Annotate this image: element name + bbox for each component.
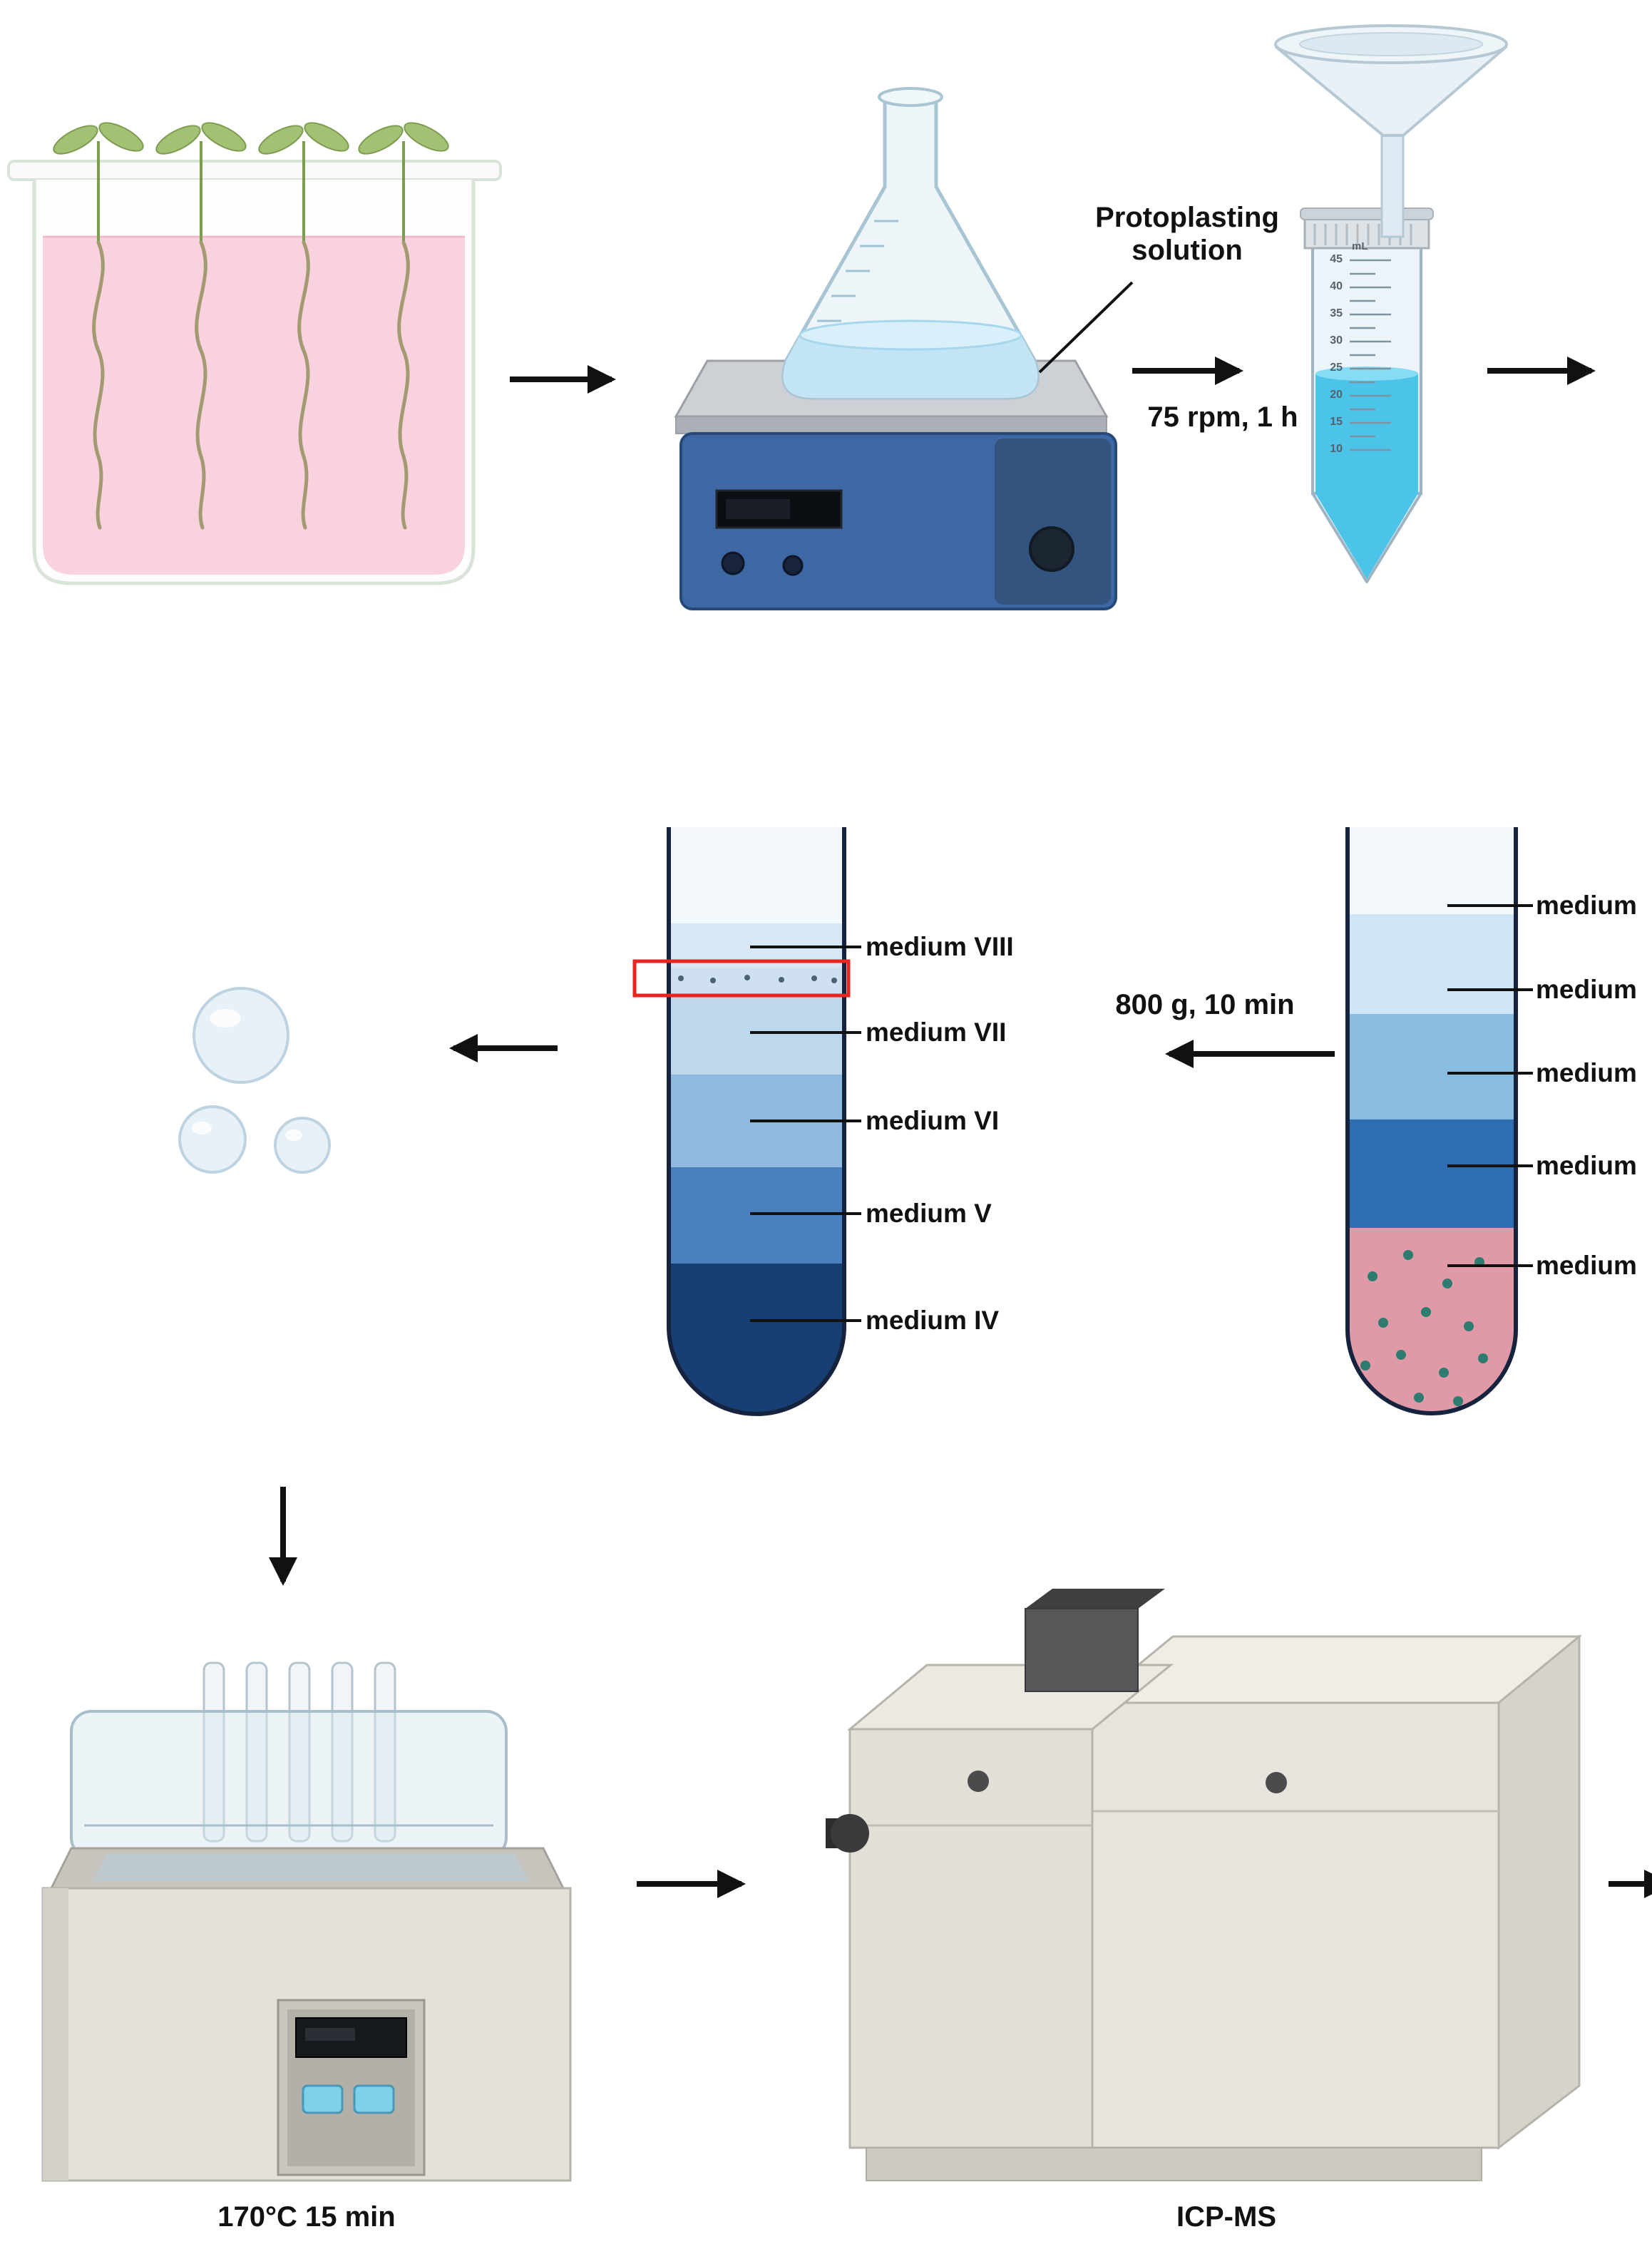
icpms-illustration: [826, 1589, 1583, 2181]
pellet-tube-leader-lines: [1447, 904, 1533, 1267]
flask-label-line1: Protoplasting: [1095, 202, 1279, 233]
falcon-tube-illustration: [1300, 208, 1434, 583]
gradient-tube-label-medium-v: medium V: [866, 1199, 992, 1228]
pellet-tube-illustration: [1345, 827, 1533, 1415]
pellet-tube-label-5: medium: [1536, 1251, 1637, 1280]
flask-illustration: [781, 87, 1134, 400]
controller-button-left: [302, 2084, 344, 2114]
protoplast-bubbles-illustration: [178, 987, 331, 1174]
falcon-grad-30: 30: [1330, 334, 1343, 347]
falcon-grad-35: 35: [1330, 307, 1343, 319]
falcon-grad-40: 40: [1330, 280, 1343, 292]
seedling-beaker-illustration: [7, 118, 502, 585]
gradient-tube-label-medium-vi: medium VI: [866, 1106, 1000, 1135]
pellet-tube-label-1: medium: [1536, 891, 1637, 920]
icpms-label: ICP-MS: [1176, 2201, 1276, 2233]
icpms-handle-right: [1266, 1772, 1287, 1793]
falcon-grad-45: 45: [1330, 253, 1343, 265]
flask-label-pointer-line: [1038, 281, 1134, 374]
interface-cells-dots: [678, 975, 837, 983]
falcon-grad-10: 10: [1330, 443, 1343, 455]
pellet-tube-label-2: medium: [1536, 975, 1637, 1004]
controller-button-right: [353, 2084, 395, 2114]
icpms-side-knob: [831, 1814, 869, 1853]
gradient-tube-leader-lines: [750, 946, 861, 1322]
gradient-tube-label-medium-iv: medium IV: [866, 1306, 1000, 1335]
shake-condition-label: 75 rpm, 1 h: [1147, 401, 1298, 433]
falcon-graduation-ticks: [1350, 259, 1391, 451]
centrifuge-condition-label: 800 g, 10 min: [1115, 989, 1295, 1020]
funnel-illustration: [1274, 24, 1508, 238]
falcon-grad-15: 15: [1330, 416, 1343, 428]
gradient-tube-label-medium-vii: medium VII: [866, 1018, 1007, 1047]
flask-label-line2: solution: [1132, 235, 1243, 266]
water-bath-illustration: [41, 1661, 572, 2182]
pellet-tube-label-3: medium: [1536, 1058, 1637, 1087]
falcon-unit-label: mL: [1352, 240, 1368, 252]
falcon-grad-25: 25: [1330, 362, 1343, 374]
water-bath-condition-label: 170°C 15 min: [217, 2201, 396, 2233]
pellet-tube-label-4: medium: [1536, 1151, 1637, 1180]
gradient-tube-label-medium-viii: medium VIII: [866, 932, 1014, 961]
water-bath-lid: [70, 1710, 508, 1859]
falcon-grad-20: 20: [1330, 389, 1343, 401]
icpms-handle-left: [968, 1771, 989, 1792]
icpms-top-block: [1025, 1608, 1139, 1692]
gradient-tube-illustration: [632, 827, 861, 1416]
interface-highlight-box: [632, 959, 851, 998]
flask-label: Protoplasting solution: [1037, 201, 1337, 267]
water-bath-controller: [277, 1999, 426, 2176]
